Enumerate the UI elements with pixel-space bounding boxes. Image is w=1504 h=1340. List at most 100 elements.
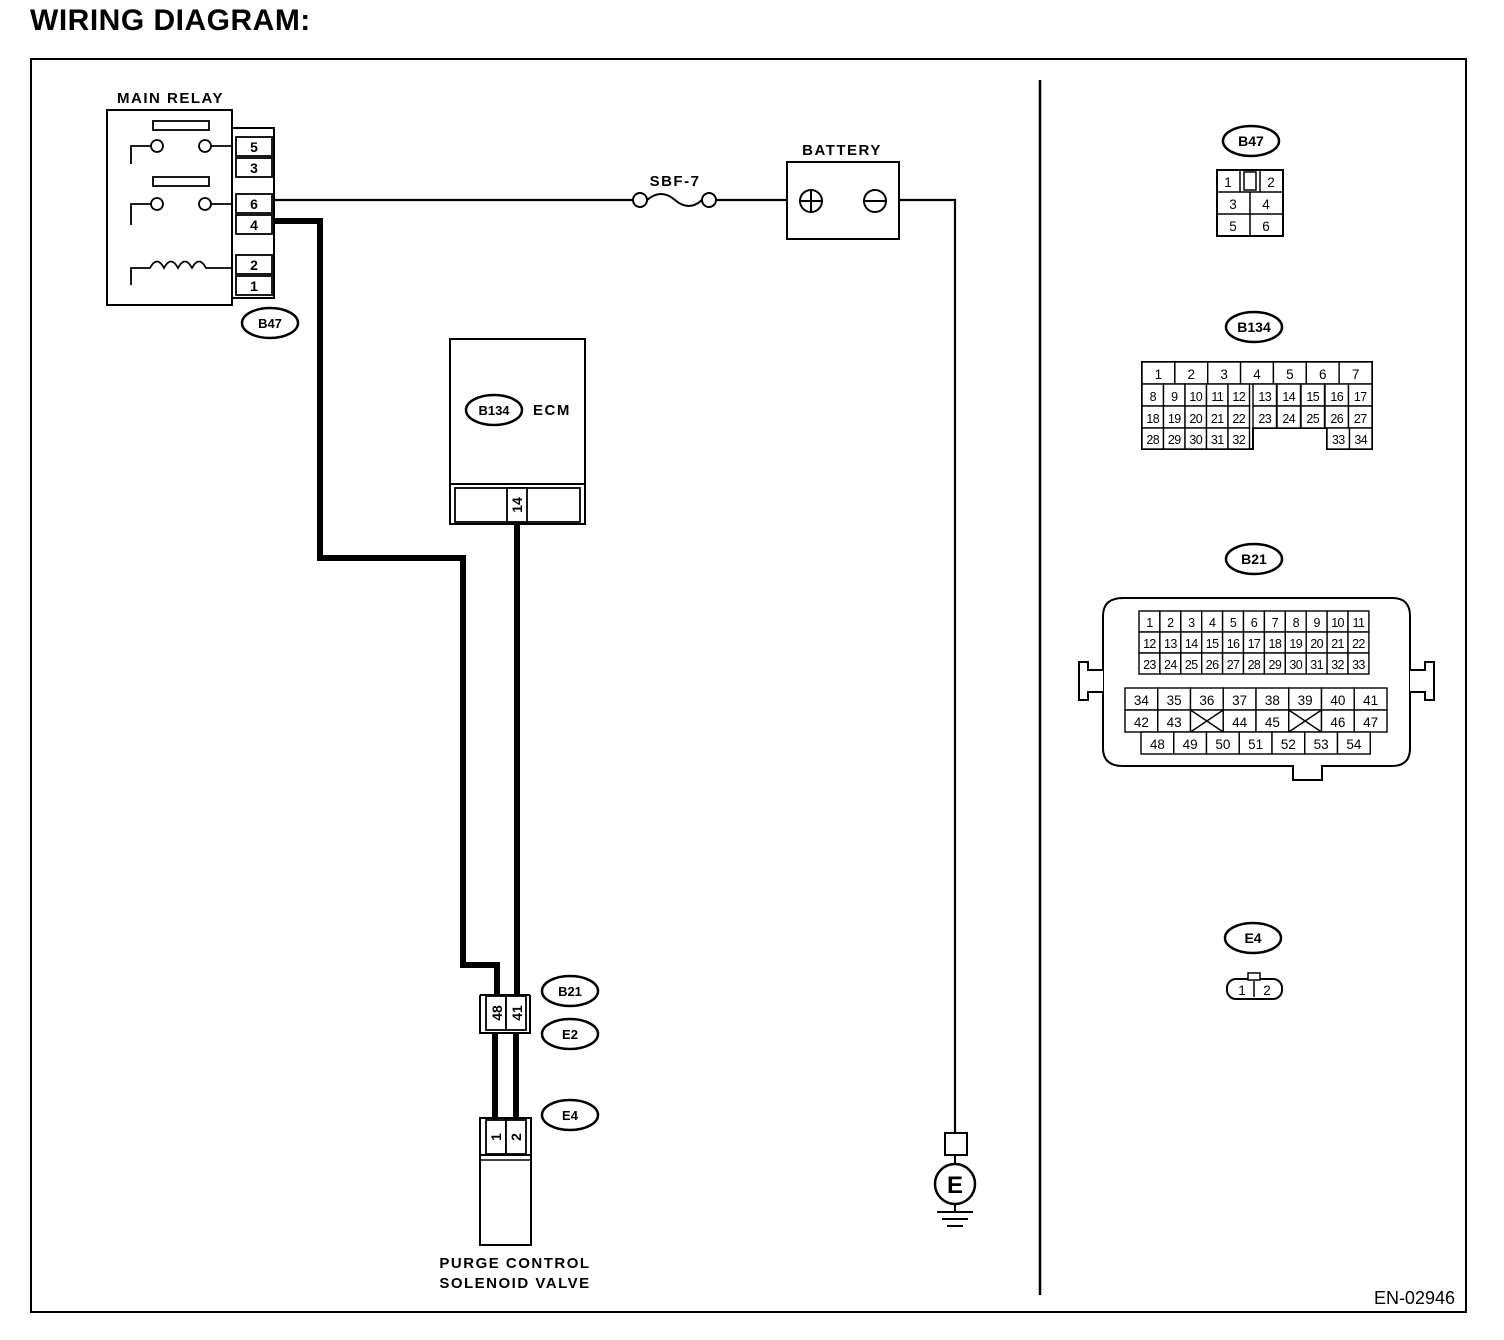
connector-pin: 37 bbox=[1232, 693, 1247, 708]
connector-pin: 1 bbox=[1155, 367, 1163, 382]
connector-pin: 2 bbox=[1263, 983, 1271, 998]
connector-pin: 47 bbox=[1363, 715, 1378, 730]
connector-pin: 5 bbox=[1286, 367, 1294, 382]
connector-pin: 54 bbox=[1346, 737, 1362, 752]
connector-pin: 19 bbox=[1168, 412, 1181, 426]
relay-pin: 4 bbox=[250, 217, 258, 233]
solenoid-pin: 1 bbox=[488, 1133, 504, 1141]
connector-pin: 49 bbox=[1183, 737, 1198, 752]
solenoid-label-line1: PURGE CONTROL bbox=[439, 1255, 590, 1272]
connector-pin: 17 bbox=[1248, 637, 1261, 651]
connector-pin: 9 bbox=[1313, 616, 1320, 630]
connector-pin: 40 bbox=[1330, 693, 1345, 708]
connector-pin: 13 bbox=[1164, 637, 1177, 651]
connector-pin: 28 bbox=[1146, 433, 1159, 447]
connector-pin: 50 bbox=[1215, 737, 1230, 752]
connector-pin: 8 bbox=[1150, 390, 1157, 404]
connector-pin: 52 bbox=[1281, 737, 1296, 752]
connector-pin: 20 bbox=[1189, 412, 1202, 426]
connector-pin: 34 bbox=[1134, 693, 1150, 708]
connector-view-tag: E4 bbox=[1244, 930, 1261, 946]
fuse-sbf7: SBF-7 bbox=[632, 173, 717, 208]
connector-pin: 17 bbox=[1354, 390, 1367, 404]
ground-point: E bbox=[933, 1132, 977, 1227]
connector-pin: 10 bbox=[1331, 616, 1344, 630]
connector-pin: 4 bbox=[1253, 367, 1261, 382]
connector-view-tag: B134 bbox=[1237, 319, 1271, 335]
connector-pin: 39 bbox=[1298, 693, 1313, 708]
connector-view-e4: E4 1 2 bbox=[1223, 921, 1283, 1000]
connector-pin: 41 bbox=[1363, 693, 1378, 708]
connector-pin: 24 bbox=[1164, 658, 1177, 672]
connector-pin: 3 bbox=[1220, 367, 1228, 382]
connector-pin: 21 bbox=[1331, 637, 1344, 651]
unused-cavity-mark bbox=[1288, 709, 1322, 733]
connector-pin: 35 bbox=[1167, 693, 1182, 708]
connector-pin: 2 bbox=[1267, 175, 1275, 190]
connector-pin: 29 bbox=[1268, 658, 1281, 672]
connector-pin: 36 bbox=[1199, 693, 1214, 708]
connector-pin: 16 bbox=[1227, 637, 1240, 651]
connector-pin: 27 bbox=[1227, 658, 1240, 672]
joint-connector: 48 41 B21 E2 bbox=[479, 974, 600, 1051]
connector-pin: 9 bbox=[1171, 390, 1178, 404]
connector-cell bbox=[1347, 652, 1370, 675]
connector-pin: 23 bbox=[1143, 658, 1156, 672]
connector-pin: 5 bbox=[1230, 616, 1237, 630]
connector-pin: 31 bbox=[1211, 433, 1224, 447]
unused-cavity-mark bbox=[1190, 709, 1224, 733]
diagram-frame bbox=[30, 58, 1467, 1313]
relay-pin: 1 bbox=[250, 278, 258, 294]
battery-label: BATTERY bbox=[802, 142, 882, 159]
connector-pin: 53 bbox=[1314, 737, 1329, 752]
connector-pin: 12 bbox=[1232, 390, 1245, 404]
connector-pin: 29 bbox=[1168, 433, 1181, 447]
connector-pin: 5 bbox=[1229, 219, 1237, 234]
connector-pin: 25 bbox=[1306, 412, 1319, 426]
connector-view-tag: B21 bbox=[1241, 551, 1267, 567]
connector-pin: 33 bbox=[1332, 433, 1345, 447]
connector-view-b47: B47 1 2 3 4 5 6 bbox=[1216, 124, 1284, 237]
connector-pin: 1 bbox=[1238, 983, 1246, 998]
connector-pin: 48 bbox=[1150, 737, 1165, 752]
ecm-label: ECM bbox=[533, 402, 571, 419]
connector-pin: 18 bbox=[1268, 637, 1281, 651]
connector-pin: 32 bbox=[1331, 658, 1344, 672]
ecm-pin: 14 bbox=[509, 497, 525, 513]
connector-pin: 46 bbox=[1330, 715, 1345, 730]
connector-pin: 14 bbox=[1185, 637, 1198, 651]
connector-pin: 3 bbox=[1188, 616, 1195, 630]
fuse-label: SBF-7 bbox=[650, 173, 701, 190]
connector-pin: 10 bbox=[1189, 390, 1202, 404]
connector-pin: 15 bbox=[1206, 637, 1219, 651]
connector-pin: 1 bbox=[1146, 616, 1153, 630]
connector-view-tag: B47 bbox=[1238, 133, 1264, 149]
connector-pin: 43 bbox=[1167, 715, 1182, 730]
connector-tag-e4: E4 bbox=[562, 1108, 579, 1123]
connector-pin: 22 bbox=[1352, 637, 1365, 651]
joint-pin: 48 bbox=[489, 1005, 505, 1021]
page-title: WIRING DIAGRAM: bbox=[30, 4, 311, 37]
joint-pin: 41 bbox=[509, 1005, 525, 1021]
relay-pin: 3 bbox=[250, 160, 258, 176]
connector-pin: 1 bbox=[1224, 175, 1232, 190]
connector-pin: 33 bbox=[1352, 658, 1365, 672]
connector-pin: 24 bbox=[1282, 412, 1295, 426]
connector-pin: 6 bbox=[1251, 616, 1258, 630]
relay-pin: 6 bbox=[250, 196, 258, 212]
connector-pin: 11 bbox=[1353, 616, 1365, 630]
main-relay: MAIN RELAY 5 3 6 4 2 1 B4 bbox=[106, 90, 300, 340]
battery: BATTERY bbox=[786, 142, 900, 240]
connector-cell bbox=[1348, 427, 1373, 450]
ground-label: E bbox=[947, 1172, 963, 1199]
ecm: B134 ECM 14 bbox=[449, 338, 586, 525]
connector-pin: 32 bbox=[1232, 433, 1245, 447]
connector-tag-b47: B47 bbox=[258, 316, 282, 331]
connector-pin: 45 bbox=[1265, 715, 1280, 730]
connector-pin: 21 bbox=[1211, 412, 1224, 426]
connector-pin: 6 bbox=[1262, 219, 1270, 234]
connector-pin: 7 bbox=[1272, 616, 1279, 630]
connector-tag-b21: B21 bbox=[558, 984, 582, 999]
